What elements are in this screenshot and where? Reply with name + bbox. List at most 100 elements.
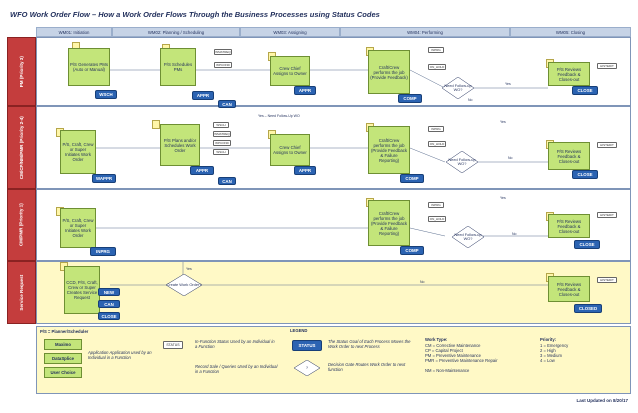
header-assigning: WM03: Assigning xyxy=(240,27,340,37)
legend-priority-1: 1 = Emergency xyxy=(540,343,569,348)
header-initiation: WM01: Initiation xyxy=(36,27,112,37)
step-crew-chief-assigns[interactable]: Crew Chief Assigns to Owner xyxy=(270,134,310,166)
status-closed: CLOSED xyxy=(574,304,602,313)
label-no: No xyxy=(512,232,517,236)
lane-label-cm-p1: CM/PMR (Priority 1) xyxy=(7,189,36,261)
step-review-close[interactable]: P/S Reviews Feedback & Closes-out xyxy=(548,62,590,86)
tag-wsch-2: WSCH xyxy=(213,149,229,155)
tag-inprg: INPRG xyxy=(428,202,444,208)
step-initiate-wo[interactable]: P/S, Craft, Crew or Super Initiates Work… xyxy=(60,208,96,248)
status-close: CLOSE xyxy=(98,312,120,320)
status-can: CAN xyxy=(218,100,236,108)
step-generate-pms[interactable]: P/S Generates PMs (Auto or Manual) xyxy=(68,48,110,86)
tag-histedit: HISTEDIT xyxy=(597,142,617,148)
label-yes: Yes xyxy=(505,82,511,86)
legend-panel xyxy=(36,326,631,394)
legend-decision-symbol: ? xyxy=(294,360,320,376)
status-inprg: INPRG xyxy=(90,247,116,256)
legend-status-note: The Status Goal of Each Process Moves th… xyxy=(328,339,411,349)
status-can: CAN xyxy=(218,177,236,185)
lane-label-pm: PM (Priority 3) xyxy=(7,37,36,106)
legend-priority-3: 3 = Medium xyxy=(540,353,562,358)
status-close: CLOSE xyxy=(574,240,600,249)
lane-label-sr: Service Request xyxy=(7,261,36,324)
document-icon xyxy=(152,120,160,129)
status-can: CAN xyxy=(98,300,120,308)
legend-priority-heading: Priority: xyxy=(540,337,557,342)
step-initiate-wo[interactable]: P/S, Craft, Crew or Super Initiates Work… xyxy=(60,130,96,174)
status-close: CLOSE xyxy=(572,86,598,95)
tag-on-hold: ON_HOLD xyxy=(428,216,446,222)
status-comp: COMP xyxy=(400,174,424,183)
status-comp: COMP xyxy=(400,246,424,255)
legend-worktype-heading: Work Type: xyxy=(425,337,448,342)
legend-record: Record Sale / Queries Used by an Individ… xyxy=(195,364,278,374)
header-closing: WM05: Closing xyxy=(510,27,631,37)
tag-inprg: INPRG xyxy=(428,126,444,132)
decision-create-wo[interactable]: Create Work Order? xyxy=(166,274,202,296)
legend-ps: P/S = Planner/Scheduler xyxy=(40,329,89,334)
legend-worktype-cp: CP = Capital Project xyxy=(425,348,463,353)
step-review-close[interactable]: P/S Reviews Feedback & Closes-out xyxy=(548,214,590,238)
tag-on-hold: ON_HOLD xyxy=(428,141,446,147)
status-close: CLOSE xyxy=(572,170,598,179)
header-performing: WM04: Performing xyxy=(340,27,510,37)
legend-heading: LEGEND xyxy=(290,328,308,333)
legend-worktype-cm: CM = Corrective Maintenance xyxy=(425,343,481,348)
label-yes: Yes xyxy=(186,267,192,271)
legend-priority-4: 4 = Low xyxy=(540,358,555,363)
step-craft-performs[interactable]: Craft/Crew performs the job (Provide Fee… xyxy=(368,50,410,94)
status-appr: APPR xyxy=(190,166,214,175)
lane-pm xyxy=(36,37,631,106)
tag-histedit: HISTEDIT xyxy=(597,212,617,218)
tag-wpcond: WPCOND xyxy=(214,62,232,68)
decision-follow-up[interactable]: Need Follow-up WO? xyxy=(442,77,474,99)
tag-inprg: INPRG xyxy=(428,47,444,53)
step-craft-performs[interactable]: Craft/Crew performs the job (Provide Fee… xyxy=(368,126,410,174)
legend-decision-note: Decision Gate Routes Work Order to next … xyxy=(328,362,406,372)
legend-status-small: STATUS xyxy=(163,341,183,349)
status-new: NEW xyxy=(98,288,120,296)
tag-histedit: HISTEDIT xyxy=(597,63,617,69)
legend-worktype-pmr: PMR = Preventive Maintenance Repair xyxy=(425,358,498,363)
page-title: WFO Work Order Flow – How a Work Order F… xyxy=(10,10,380,19)
tag-histedit: HISTEDIT xyxy=(597,277,617,283)
label-no: No xyxy=(508,156,513,160)
legend-application-note: Application Application used by an Indiv… xyxy=(88,350,152,360)
decision-follow-up[interactable]: Need Follow-up WO? xyxy=(452,226,484,248)
legend-in-function: In-Function Status Used by an Individual… xyxy=(195,339,275,349)
status-appr-2: APPR xyxy=(294,166,316,175)
status-wappr: WAPPR xyxy=(92,174,116,183)
label-no: No xyxy=(468,98,473,102)
lane-label-cm: CM/CP/NM/PMR (Priority 2-4) xyxy=(7,106,36,189)
step-review-close[interactable]: P/S Reviews Feedback & Closes-out xyxy=(548,276,590,302)
legend-maximo: Maximo xyxy=(44,339,82,350)
last-updated: Last Updated on 8/20/17 xyxy=(576,398,628,403)
step-plan-schedule[interactable]: P/S Plans and/or Schedules Work Order xyxy=(160,124,200,166)
tag-wsch: WSCH xyxy=(213,122,229,128)
step-schedule-pms[interactable]: P/S Schedules PMs xyxy=(160,48,196,86)
tag-wpcond: WPCOND xyxy=(213,140,231,146)
decision-follow-up[interactable]: Need Follow-up WO? xyxy=(446,151,478,173)
step-crew-chief-assigns[interactable]: Crew Chief Assigns to Owner xyxy=(270,56,310,86)
step-craft-performs[interactable]: Craft/Crew performs the job (Provide Fee… xyxy=(368,200,410,246)
legend-datasplice: DataSplice xyxy=(44,353,82,364)
label-yes: Yes xyxy=(500,120,506,124)
legend-status-big: STATUS xyxy=(292,340,322,351)
lane-sr xyxy=(36,261,631,324)
status-appr: APPR xyxy=(192,91,214,100)
step-review-close[interactable]: P/S Reviews Feedback & Closes-out xyxy=(548,142,590,170)
status-comp: COMP xyxy=(398,94,422,103)
status-wsch: WSCH xyxy=(95,90,117,99)
status-appr-2: APPR xyxy=(294,86,316,95)
label-no: No xyxy=(420,280,425,284)
header-planning: WM02: Planning / Scheduling xyxy=(112,27,240,37)
legend-worktype-nm: NM = Non-Maintenance xyxy=(425,368,470,373)
legend-user-choice: User Choice xyxy=(44,367,82,378)
step-create-sr[interactable]: CCD, P/S, Craft, Crew or Super Creates S… xyxy=(64,266,100,314)
tag-on-hold: ON_HOLD xyxy=(428,64,446,70)
note-follow-up: Yes – Need Follow-Up WO xyxy=(258,114,300,118)
tag-wmatreq: WMATREQ xyxy=(213,131,231,137)
label-yes: Yes xyxy=(500,196,506,200)
